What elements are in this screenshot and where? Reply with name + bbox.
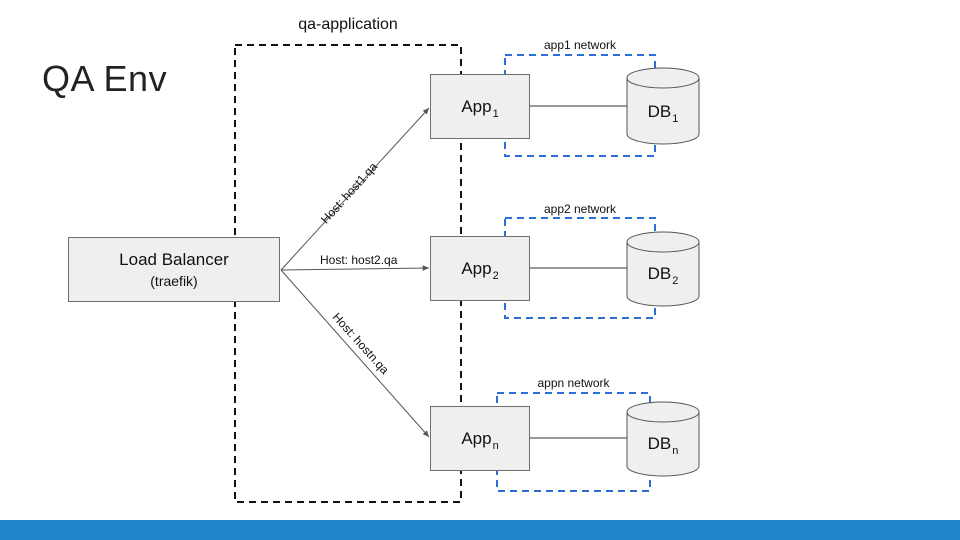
route-arrow-host1 [280,107,430,271]
network-label-app1: app1 network [543,38,617,52]
qa-application-label: qa-application [298,16,398,33]
load-balancer-subtitle: (traefik) [150,273,198,289]
route-label-host2: Host: host2.qa [320,253,398,267]
db-label-n: DBn [647,434,679,457]
network-label-app2: app2 network [543,202,617,216]
db-cylinder-n [626,401,700,477]
db-label-1: DB1 [647,102,679,125]
app-box-n[interactable]: Appn [430,406,530,471]
load-balancer-box[interactable]: Load Balancer (traefik) [68,237,280,302]
db-cylinder-1 [626,67,700,145]
load-balancer-title: Load Balancer [119,250,229,269]
app-label-1: App1 [461,96,499,120]
app-label-2: App2 [461,258,499,282]
db-cylinder-2 [626,231,700,307]
app-label-n: Appn [461,428,499,452]
qa-application-group [234,44,462,503]
slide-title: QA Env [42,58,168,99]
db-label-2: DB2 [647,264,679,287]
route-arrow-host2 [280,265,430,271]
app-box-1[interactable]: App1 [430,74,530,139]
app-box-2[interactable]: App2 [430,236,530,301]
footer-bar [0,520,960,540]
network-label-appn: appn network [537,376,610,390]
route-arrow-hostn [280,269,430,438]
network-outline-app1 [504,54,656,157]
network-outline-appn [496,392,651,492]
